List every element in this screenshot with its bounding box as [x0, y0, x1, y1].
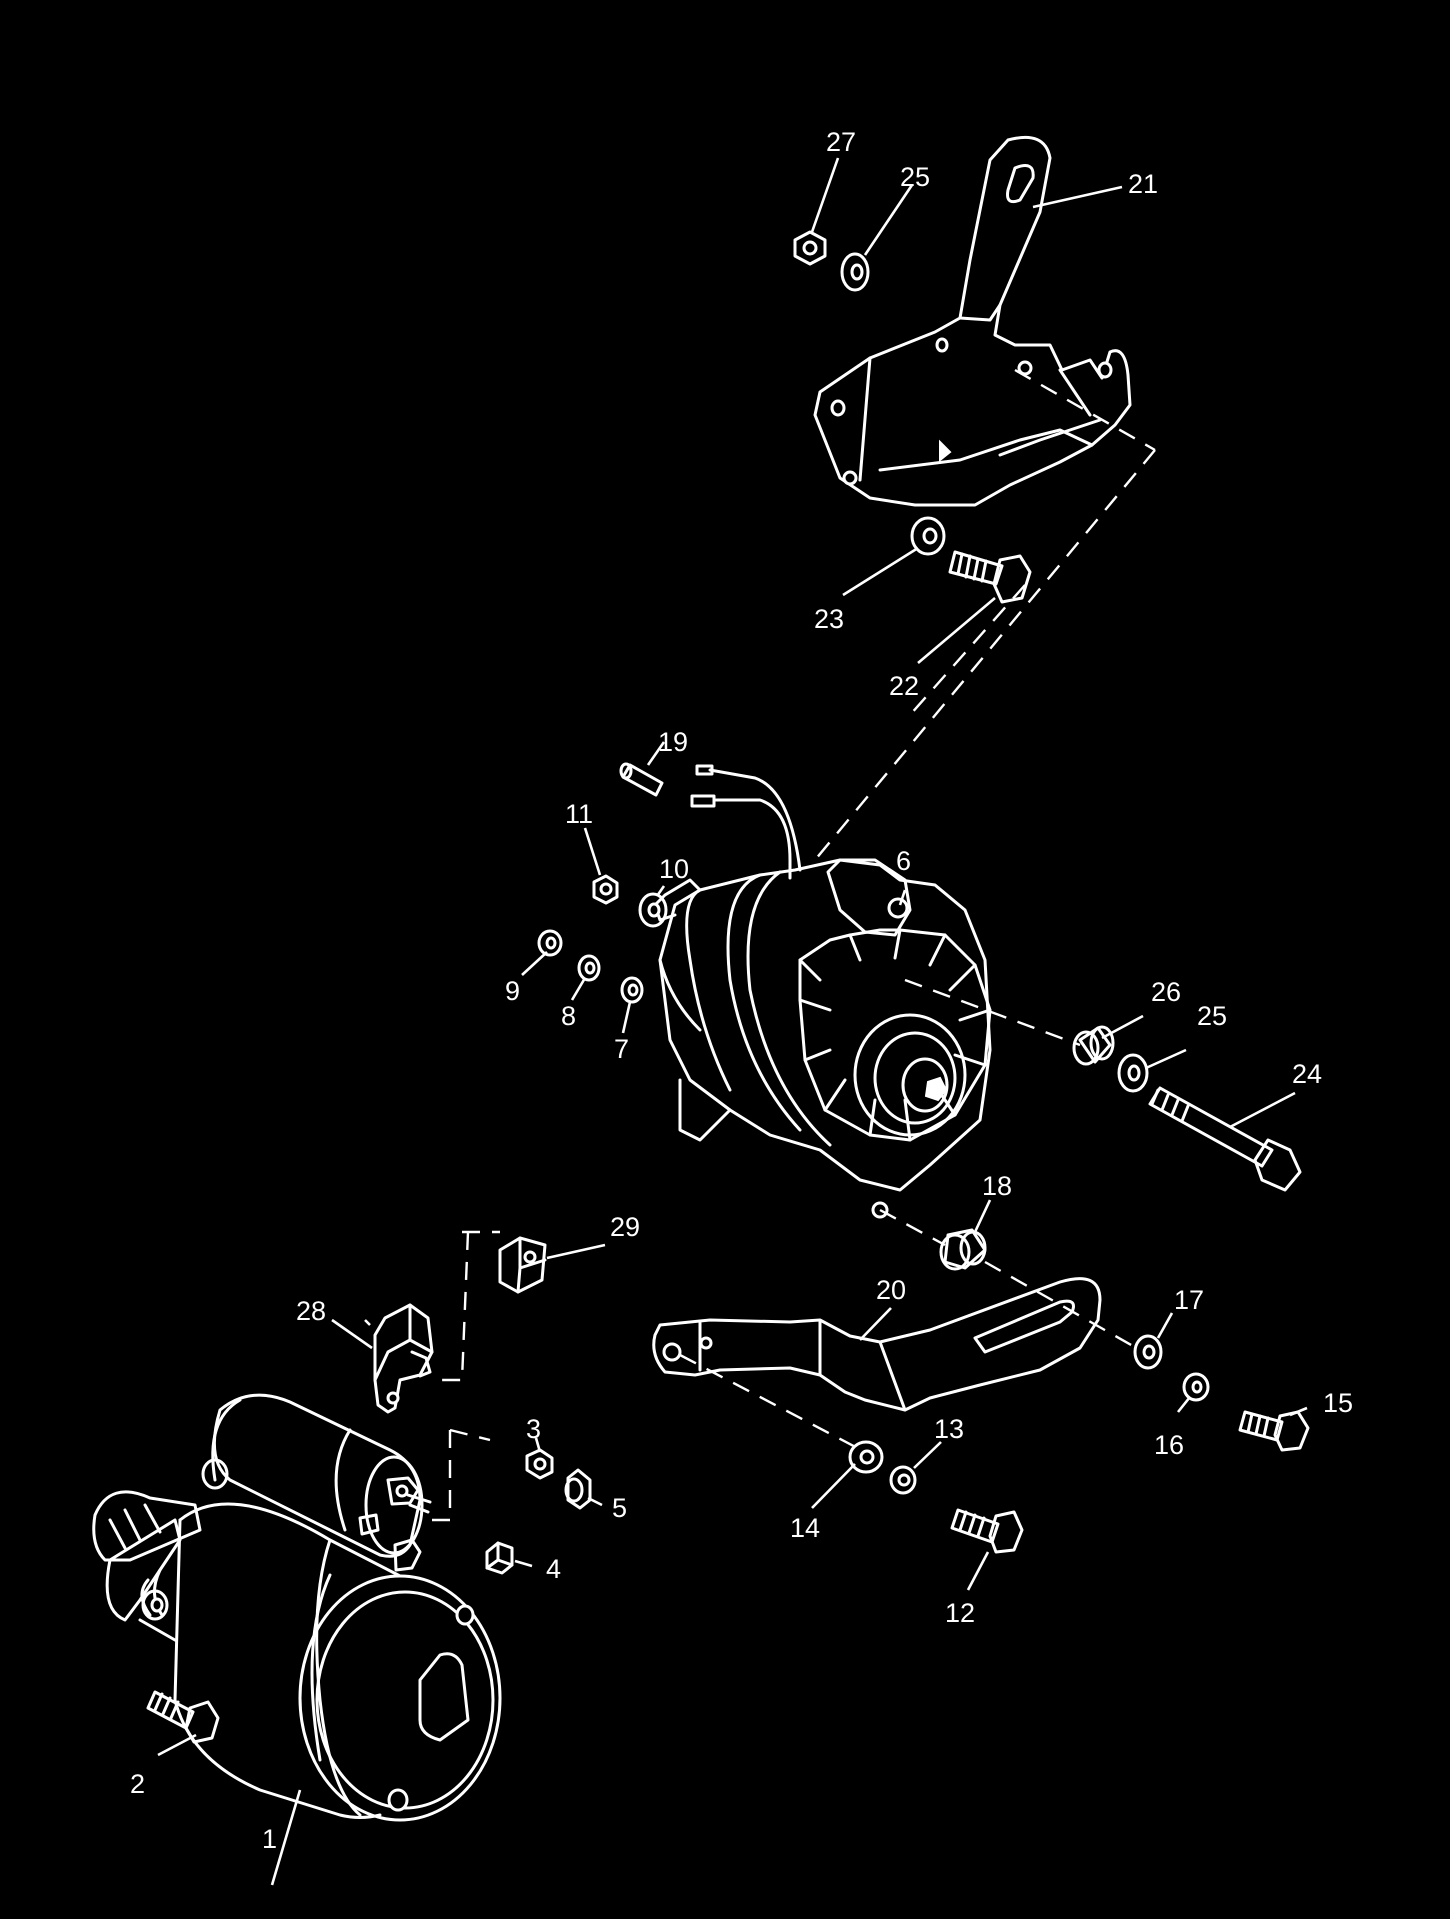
callout-1: 1 — [262, 1824, 277, 1854]
part-25-washer-right — [1117, 1053, 1149, 1093]
callout-25-right: 25 — [1197, 1001, 1227, 1031]
callout-6: 6 — [896, 846, 911, 876]
part-25-washer-top — [840, 252, 870, 292]
callout-12: 12 — [945, 1598, 975, 1628]
part-4-nut — [485, 1541, 514, 1575]
part-28-relay — [373, 1303, 434, 1414]
callout-15: 15 — [1323, 1388, 1353, 1418]
callout-4: 4 — [546, 1554, 561, 1584]
callout-16: 16 — [1154, 1430, 1184, 1460]
callout-26: 26 — [1151, 977, 1181, 1007]
part-26-spacer — [1072, 1025, 1115, 1066]
callout-labels: 1 2 3 4 5 6 7 8 9 10 11 12 13 14 15 16 1… — [130, 127, 1353, 1854]
callout-9: 9 — [505, 976, 520, 1006]
part-24-bolt — [1148, 1086, 1302, 1192]
callout-10: 10 — [659, 854, 689, 884]
callout-21: 21 — [1128, 169, 1158, 199]
part-27-nut — [793, 230, 827, 266]
part-7-washer — [620, 976, 644, 1004]
callout-3: 3 — [526, 1414, 541, 1444]
part-17-washer — [1133, 1334, 1163, 1370]
callout-28: 28 — [296, 1296, 326, 1326]
part-6-alternator — [653, 764, 992, 1219]
part-1-starter-motor — [92, 1393, 502, 1822]
callout-22: 22 — [889, 671, 919, 701]
callout-19: 19 — [658, 727, 688, 757]
callout-14: 14 — [790, 1513, 820, 1543]
callout-29: 29 — [610, 1212, 640, 1242]
callout-24: 24 — [1292, 1059, 1322, 1089]
part-16-washer — [1182, 1372, 1210, 1402]
callout-13: 13 — [934, 1414, 964, 1444]
part-10-washer — [638, 892, 668, 928]
part-22-bolt — [948, 550, 1032, 604]
callout-7: 7 — [614, 1034, 629, 1064]
callout-25-top: 25 — [900, 162, 930, 192]
callout-23: 23 — [814, 604, 844, 634]
part-20-adjusting-strap — [652, 1277, 1102, 1412]
part-14-washer — [848, 1440, 884, 1474]
part-13-lockwasher — [889, 1465, 917, 1495]
callout-2: 2 — [130, 1769, 145, 1799]
callout-8: 8 — [561, 1001, 576, 1031]
part-9-nut — [537, 929, 563, 957]
part-11-nut — [592, 874, 619, 905]
part-29-square-nut — [498, 1236, 547, 1294]
part-15-bolt — [1238, 1410, 1310, 1452]
callout-18: 18 — [982, 1171, 1012, 1201]
callout-27: 27 — [826, 127, 856, 157]
callout-20: 20 — [876, 1275, 906, 1305]
callout-5: 5 — [612, 1493, 627, 1523]
callout-17: 17 — [1174, 1285, 1204, 1315]
part-2-bolt — [146, 1690, 220, 1744]
part-18-spacer — [939, 1228, 987, 1271]
part-3-nut — [525, 1448, 554, 1480]
part-5-terminal — [564, 1468, 592, 1510]
part-23-washer — [910, 516, 946, 556]
part-21-mounting-bracket — [813, 135, 1132, 507]
callout-11: 11 — [565, 799, 593, 829]
part-12-bolt — [950, 1508, 1024, 1554]
leader-lines — [157, 157, 1308, 1886]
part-8-washer — [577, 954, 601, 982]
part-19-pin — [619, 762, 664, 797]
assembly-lines — [430, 368, 1156, 1522]
